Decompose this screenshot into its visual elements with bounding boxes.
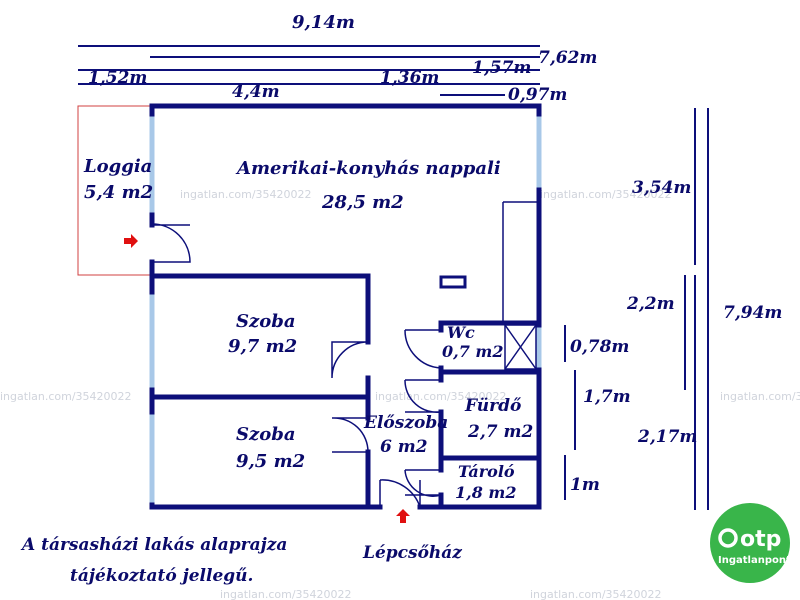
otp-logo-icon xyxy=(710,503,790,583)
dimension-157: 1,57m xyxy=(472,58,531,78)
loggia-name: Loggia xyxy=(83,156,152,177)
dimension-22: 2,2m xyxy=(626,294,675,314)
door-room1 xyxy=(331,341,369,379)
dimension-total-height: 7,94m xyxy=(723,303,782,323)
storage-name: Tároló xyxy=(458,462,515,481)
living-name: Amerikai-konyhás nappali xyxy=(235,158,501,179)
door-entrance xyxy=(379,479,421,508)
room1-name: Szoba xyxy=(236,311,295,332)
room2-area: 9,5 m2 xyxy=(236,451,305,472)
dimension-762: 7,62m xyxy=(538,48,597,68)
door-wc xyxy=(404,329,442,369)
door-loggia xyxy=(151,223,191,263)
logo-brand: otp xyxy=(740,527,781,552)
watermark-text: ingatlan.com/35420022 xyxy=(540,188,672,201)
dimension-17: 1,7m xyxy=(583,387,631,407)
dimension-1: 1m xyxy=(570,475,600,495)
shaft xyxy=(504,324,537,370)
dimension-217: 2,17m xyxy=(637,427,697,447)
bathroom-name: Fürdő xyxy=(464,396,522,416)
right-dimension-lines xyxy=(564,108,709,510)
living-area: 28,5 m2 xyxy=(321,192,404,213)
top-dimension-lines xyxy=(78,45,540,96)
watermark-text: ingatlan.com/35420022 xyxy=(0,390,132,403)
watermark-text: ingatlan.com/35420022 xyxy=(530,588,662,600)
door-swings xyxy=(151,223,442,508)
hall-name: Előszoba xyxy=(363,413,448,433)
logo-sub: Ingatlanpont xyxy=(718,555,791,566)
hall-area: 6 m2 xyxy=(380,437,428,457)
wc-area: 0,7 m2 xyxy=(442,342,503,361)
door-storage xyxy=(404,469,442,497)
watermark-text: ingatlan.com/35420022 xyxy=(180,188,312,201)
walls xyxy=(149,103,542,510)
watermark-text: ingatlan.com/35420022 xyxy=(220,588,352,600)
watermark-text: ingatlan.com/35420022 xyxy=(720,390,800,403)
arrow-up-icon xyxy=(396,509,410,523)
dimension-total-width: 9,14m xyxy=(292,12,355,33)
windows xyxy=(149,114,542,505)
storage-area: 1,8 m2 xyxy=(455,483,516,502)
door-room2 xyxy=(331,417,369,453)
stairwell-label: Lépcsőház xyxy=(362,543,462,563)
wc-name: Wc xyxy=(447,323,475,342)
arrows xyxy=(124,234,410,523)
dimension-loggia-width: 1,52m xyxy=(88,68,147,88)
dimension-354: 3,54m xyxy=(632,178,691,198)
dimension-136: 1,36m xyxy=(380,68,439,88)
loggia-outline xyxy=(77,105,150,276)
otp-logo: otp Ingatlanpont xyxy=(710,503,791,583)
kitchen-counter xyxy=(439,201,539,323)
dimension-labels: 9,14m 7,62m 1,52m 4,4m 1,36m 1,57m 0,97m… xyxy=(88,12,782,495)
dimension-097: 0,97m xyxy=(508,85,567,105)
room1-area: 9,7 m2 xyxy=(228,336,297,357)
disclaimer-note: A társasházi lakás alaprajza tájékoztató… xyxy=(20,535,287,586)
note-line-1: A társasházi lakás alaprajza xyxy=(20,535,287,555)
loggia-area: 5,4 m2 xyxy=(84,182,153,203)
room2-name: Szoba xyxy=(236,424,295,445)
arrow-right-icon xyxy=(124,234,138,248)
bathroom-area: 2,7 m2 xyxy=(467,422,533,442)
room-labels: Loggia 5,4 m2 Amerikai-konyhás nappali 2… xyxy=(83,156,533,563)
dimension-44: 4,4m xyxy=(232,82,280,102)
dimension-078: 0,78m xyxy=(570,337,629,357)
otp-logo-ring xyxy=(718,528,738,548)
note-line-2: tájékoztató jellegű. xyxy=(70,566,253,586)
door-bathroom xyxy=(404,379,442,413)
